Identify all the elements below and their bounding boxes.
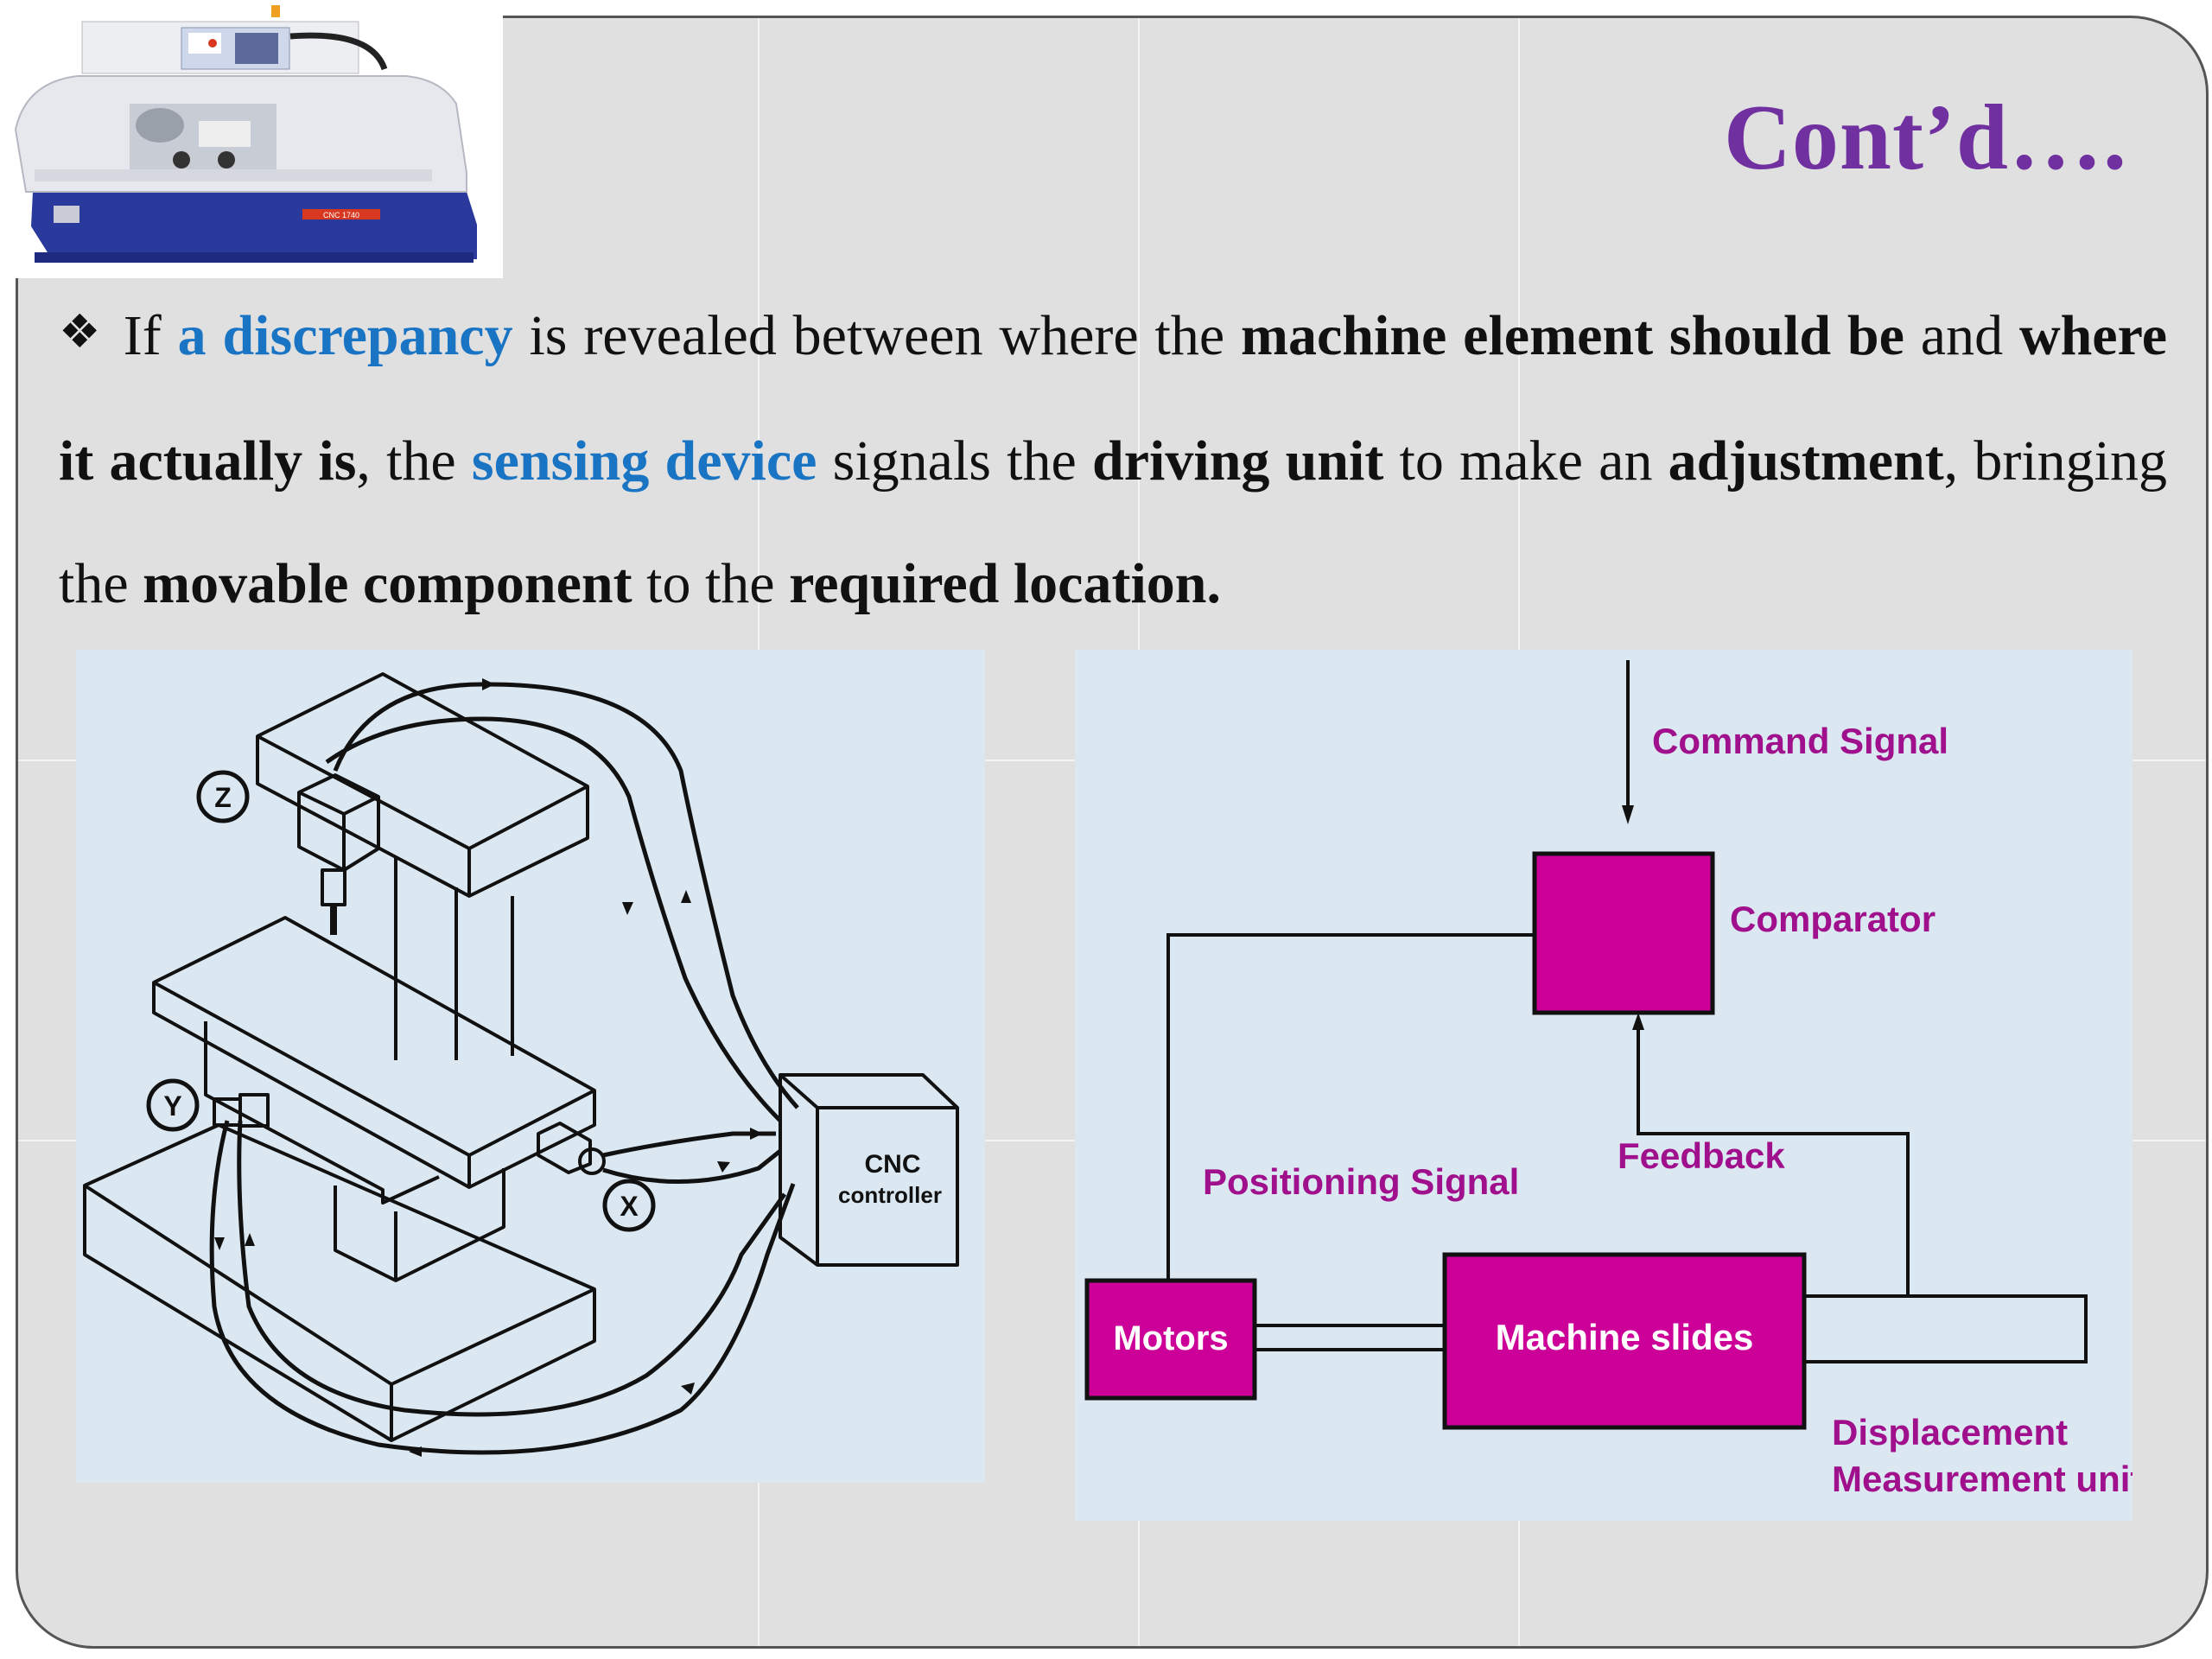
spindle bbox=[297, 773, 380, 935]
bold-run: movable component bbox=[143, 552, 632, 615]
slide-title: Cont’d…. bbox=[1723, 86, 2127, 189]
svg-text:Z: Z bbox=[214, 782, 232, 813]
axis-x-label: X bbox=[602, 1179, 656, 1232]
saddle bbox=[204, 1021, 505, 1282]
column bbox=[394, 857, 514, 1060]
table bbox=[152, 916, 596, 1189]
text-run: is revealed between where the bbox=[512, 304, 1241, 367]
svg-text:Y: Y bbox=[163, 1090, 181, 1122]
machine-head bbox=[256, 672, 589, 898]
arrow-down-icon bbox=[1622, 805, 1634, 824]
bold-run: machine element should be bbox=[1241, 304, 1904, 367]
feedback-line bbox=[1637, 1027, 1910, 1296]
bullet-paragraph: ❖ If a discrepancy is revealed between wh… bbox=[59, 275, 2167, 645]
positioning-signal-line bbox=[1166, 933, 1535, 1279]
x-axis-motor bbox=[537, 1122, 606, 1175]
displacement-label: Displacement bbox=[1832, 1412, 2068, 1452]
machine-slides-block bbox=[1442, 1252, 1807, 1430]
bold-run: where it actually is bbox=[59, 304, 2167, 493]
motors-label: Motors bbox=[1113, 1319, 1228, 1357]
closed-loop-block-diagram: Command Signal Comparator Positioning Si… bbox=[1075, 650, 2142, 1521]
text-run: If bbox=[123, 304, 178, 367]
cnc-machine-diagram: Z Y X CNC controller bbox=[76, 650, 985, 1483]
text-run: to make an bbox=[1383, 429, 1669, 493]
motors-block bbox=[1084, 1278, 1257, 1401]
highlight-discrepancy: a discrepancy bbox=[177, 304, 513, 367]
text-run: , the bbox=[356, 429, 472, 493]
positioning-signal-label: Positioning Signal bbox=[1203, 1161, 1519, 1202]
feedback-label: Feedback bbox=[1618, 1135, 1785, 1176]
text-run: signals the bbox=[817, 429, 1093, 493]
text-run: and bbox=[1904, 304, 2019, 367]
arrow-up-icon bbox=[1632, 1013, 1644, 1030]
signal-cables bbox=[209, 682, 799, 1455]
cable-arrow-icons bbox=[214, 678, 763, 1457]
svg-text:X: X bbox=[620, 1191, 639, 1222]
text-run: to the bbox=[632, 552, 790, 615]
axis-z-label: Z bbox=[196, 770, 250, 823]
axis-y-label: Y bbox=[146, 1078, 200, 1132]
plate bbox=[302, 209, 380, 219]
cnc-lathe-photo: CNC 1740 bbox=[0, 0, 503, 278]
controller-label: CNC bbox=[865, 1150, 921, 1179]
bold-run: adjustment bbox=[1668, 429, 1944, 493]
text-run: , bringing the bbox=[59, 429, 2168, 615]
comparator-block bbox=[1532, 851, 1715, 1015]
displacement-rod bbox=[1804, 1294, 2088, 1363]
bold-run: required location. bbox=[789, 552, 1221, 615]
svg-text:CNC 1740: CNC 1740 bbox=[323, 211, 359, 219]
comparator-label: Comparator bbox=[1730, 899, 1936, 939]
cnc-controller-box bbox=[779, 1073, 959, 1267]
command-signal-label: Command Signal bbox=[1652, 721, 1948, 761]
bullet-diamond-icon: ❖ bbox=[59, 304, 103, 359]
measurement-unit-label: Measurement unit bbox=[1832, 1459, 2133, 1499]
highlight-sensing-device: sensing device bbox=[471, 429, 817, 493]
machine-slides-label: Machine slides bbox=[1496, 1317, 1754, 1357]
controller-label: controller bbox=[838, 1182, 942, 1208]
bold-run: driving unit bbox=[1092, 429, 1384, 493]
